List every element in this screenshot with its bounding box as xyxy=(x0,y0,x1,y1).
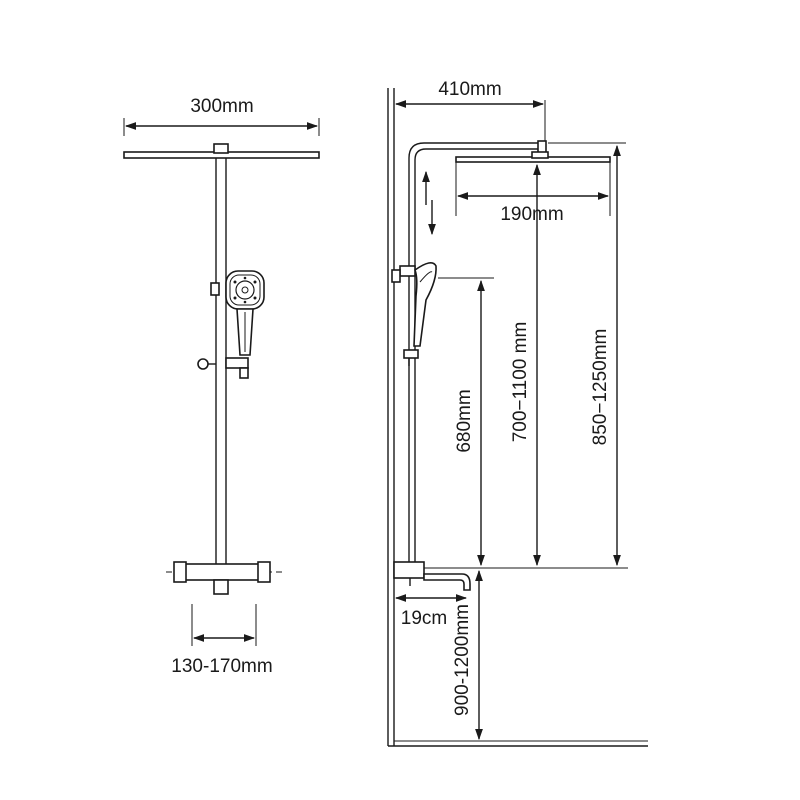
hand-shower-side xyxy=(391,262,437,366)
inlet-spacing-dimension: 130-170mm xyxy=(171,604,273,677)
head-height-label: 700−1100 mm xyxy=(510,322,531,443)
height-adjust-arrows xyxy=(422,170,436,236)
diverter-knob xyxy=(197,357,249,379)
bracket-height-dimension: 680mm xyxy=(438,277,494,567)
head-depth-label: 190mm xyxy=(500,204,563,225)
arm-length-label: 410mm xyxy=(438,79,501,100)
head-depth-dimension: 190mm xyxy=(456,192,610,225)
head-width-label: 300mm xyxy=(190,96,253,117)
thermostat-valve-front xyxy=(166,561,284,595)
rain-shower-head-side xyxy=(455,151,611,216)
wall xyxy=(387,88,648,747)
riser-pipe-front xyxy=(215,158,227,565)
valve-height-dimension: 900-1200mm xyxy=(452,569,483,741)
valve-and-spout-side xyxy=(393,561,471,591)
head-connector xyxy=(213,143,229,154)
side-view: 410mm 190mm xyxy=(387,79,648,747)
head-width-dimension: 300mm xyxy=(123,96,320,136)
inlet-spacing-label: 130-170mm xyxy=(171,656,272,677)
arm-length-dimension: 410mm xyxy=(394,79,546,152)
head-height-dimension: 700−1100 mm xyxy=(510,163,541,567)
total-height-label: 850−1250mm xyxy=(590,329,611,446)
total-height-dimension: 850−1250mm xyxy=(548,142,626,567)
spout-length-label: 19cm xyxy=(401,608,447,629)
hand-shower-front xyxy=(225,270,265,356)
valve-height-label: 900-1200mm xyxy=(452,604,473,716)
riser-and-arm-side xyxy=(408,140,547,570)
front-view: 300mm xyxy=(123,96,320,677)
spout-length-dimension: 19cm xyxy=(394,594,468,629)
holder-clamp xyxy=(210,282,220,296)
bracket-height-label: 680mm xyxy=(454,389,475,452)
